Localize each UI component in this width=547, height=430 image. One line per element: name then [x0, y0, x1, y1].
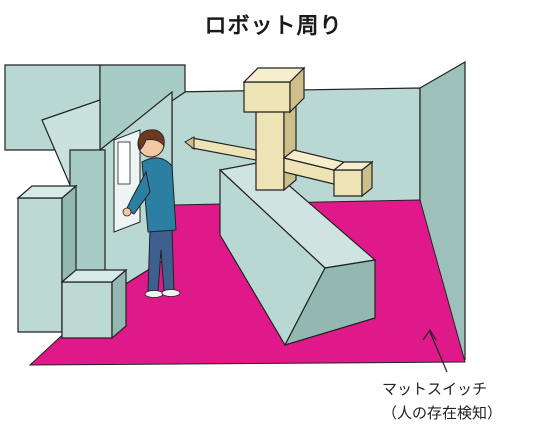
- tall-cabinet-front: [17, 197, 63, 333]
- robot-gripper-top: [332, 161, 374, 171]
- robot-gripper-front: [333, 169, 363, 197]
- robot-column-front: [255, 109, 285, 191]
- robot-head-front: [243, 81, 291, 113]
- robot-base-right: [283, 259, 376, 346]
- panel-paper: [117, 141, 131, 185]
- operator-shoe-right: [161, 289, 181, 297]
- operator-shoe-left: [144, 290, 164, 298]
- operator: [122, 129, 181, 298]
- diagram-title: ロボット周り: [204, 14, 343, 39]
- robot-column-side: [283, 98, 297, 192]
- short-cabinet-top: [60, 269, 128, 283]
- mat-switch-callout: マットスイッチ （人の存在検知）: [382, 377, 502, 425]
- callout-arrow-line: [429, 331, 448, 373]
- robot-head-side: [289, 66, 305, 114]
- robot-left-arm-tip: [184, 136, 195, 151]
- callout-line-1: マットスイッチ: [382, 380, 488, 398]
- short-cabinet-front: [61, 281, 113, 339]
- operator-torso: [141, 157, 177, 233]
- callout-line-2: （人の存在検知）: [382, 404, 503, 422]
- tall-cabinet-top: [16, 185, 78, 199]
- callout-arrowhead: [422, 328, 437, 341]
- operator-hand: [122, 207, 132, 217]
- operator-hair: [137, 129, 165, 151]
